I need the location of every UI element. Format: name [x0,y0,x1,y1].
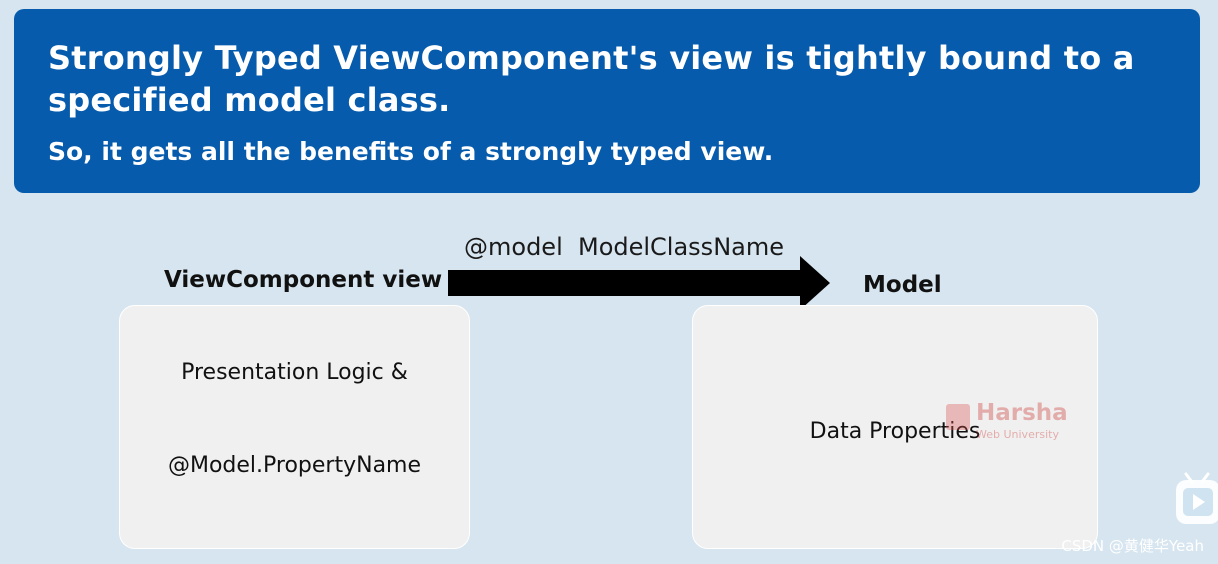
view-component-label: ViewComponent view [164,267,443,293]
right-arrow-icon [448,256,830,310]
header-banner: Strongly Typed ViewComponent's view is t… [14,9,1200,193]
view-box: Presentation Logic & @Model.PropertyName [119,305,470,549]
harsha-watermark: Harsha Web University [946,400,1068,444]
csdn-credit: CSDN @黄健华Yeah [1061,537,1204,555]
banner-subtitle: So, it gets all the benefits of a strong… [48,137,774,166]
watermark-text: Harsha [976,400,1068,426]
model-box-line-1: Data Properties [809,419,981,444]
arrow-label: @model ModelClassName [464,233,784,261]
view-box-line-1: Presentation Logic & [181,360,408,385]
model-label: Model [863,272,942,298]
harsha-logo-icon [946,404,970,430]
banner-title: Strongly Typed ViewComponent's view is t… [48,39,1135,119]
view-box-line-2: @Model.PropertyName [167,453,422,478]
watermark-subtext: Web University [976,428,1059,441]
video-play-icon[interactable] [1174,472,1218,528]
model-box: Data Properties [692,305,1098,549]
